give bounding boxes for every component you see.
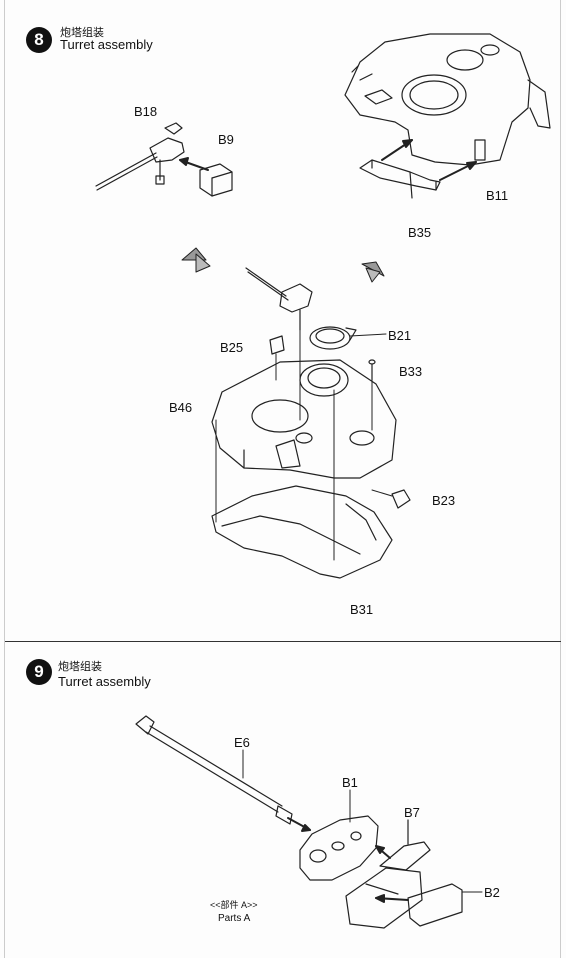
part-b33-drawing	[368, 359, 376, 381]
part-b21-drawing	[309, 326, 357, 350]
part-label-b1: B1	[342, 775, 358, 790]
assembly-guide-lines	[215, 329, 393, 561]
parts-sprue-note-en: Parts A	[218, 913, 251, 924]
part-b35-drawing	[359, 159, 441, 199]
part-label-b9: B9	[218, 132, 234, 147]
page-border-left	[4, 0, 5, 958]
step-number-badge: 8	[26, 27, 52, 53]
step-title-cn: 炮塔组装	[58, 661, 102, 673]
part-b11-drawing	[474, 139, 486, 161]
turret-body-drawing	[211, 359, 397, 479]
part-b25-drawing	[269, 335, 285, 355]
step-number-badge: 9	[26, 659, 52, 685]
part-label-b31: B31	[350, 602, 374, 617]
part-b23-drawing	[391, 489, 411, 509]
part-label-b11: B11	[486, 188, 509, 203]
part-b9-drawing	[199, 163, 233, 197]
mantlet-b1-drawing	[299, 815, 379, 881]
rotate-indicator-left	[181, 247, 211, 273]
step-title-cn: 炮塔组装	[60, 27, 104, 39]
part-label-b25: B25	[220, 340, 244, 355]
parts-sprue-note-cn: <<部件 A>>	[210, 900, 258, 910]
machine-gun-b18-drawing	[95, 122, 185, 191]
part-label-b46: B46	[169, 400, 193, 415]
part-label-b2: B2	[484, 885, 500, 900]
b21-leader	[349, 333, 387, 337]
turret-upper-shell-drawing	[344, 33, 551, 166]
b9-arrow	[179, 157, 209, 171]
part-label-b23: B23	[432, 493, 456, 508]
page-border-right	[560, 0, 561, 958]
b35-arrow	[381, 139, 413, 161]
step-title-en: Turret assembly	[58, 674, 151, 689]
part-label-b18: B18	[134, 104, 158, 119]
e6-arrow	[287, 817, 311, 832]
b11-arrow	[439, 161, 477, 181]
b7-arrow	[375, 845, 391, 859]
section-divider	[5, 641, 561, 642]
step-title-en: Turret assembly	[60, 37, 153, 52]
turret-machine-gun-drawing	[245, 267, 313, 331]
part-label-b33: B33	[399, 364, 423, 379]
part-label-e6: E6	[234, 735, 250, 750]
b2-arrows	[375, 894, 409, 903]
barrel-e6-drawing	[135, 715, 293, 825]
rotate-indicator-right	[361, 261, 385, 283]
part-b31-drawing	[211, 485, 393, 579]
part-b2-drawing	[345, 867, 463, 929]
part-label-b7: B7	[404, 805, 420, 820]
part-label-b35: B35	[408, 225, 432, 240]
part-label-b21: B21	[388, 328, 412, 343]
part-b7-drawing	[379, 819, 431, 871]
